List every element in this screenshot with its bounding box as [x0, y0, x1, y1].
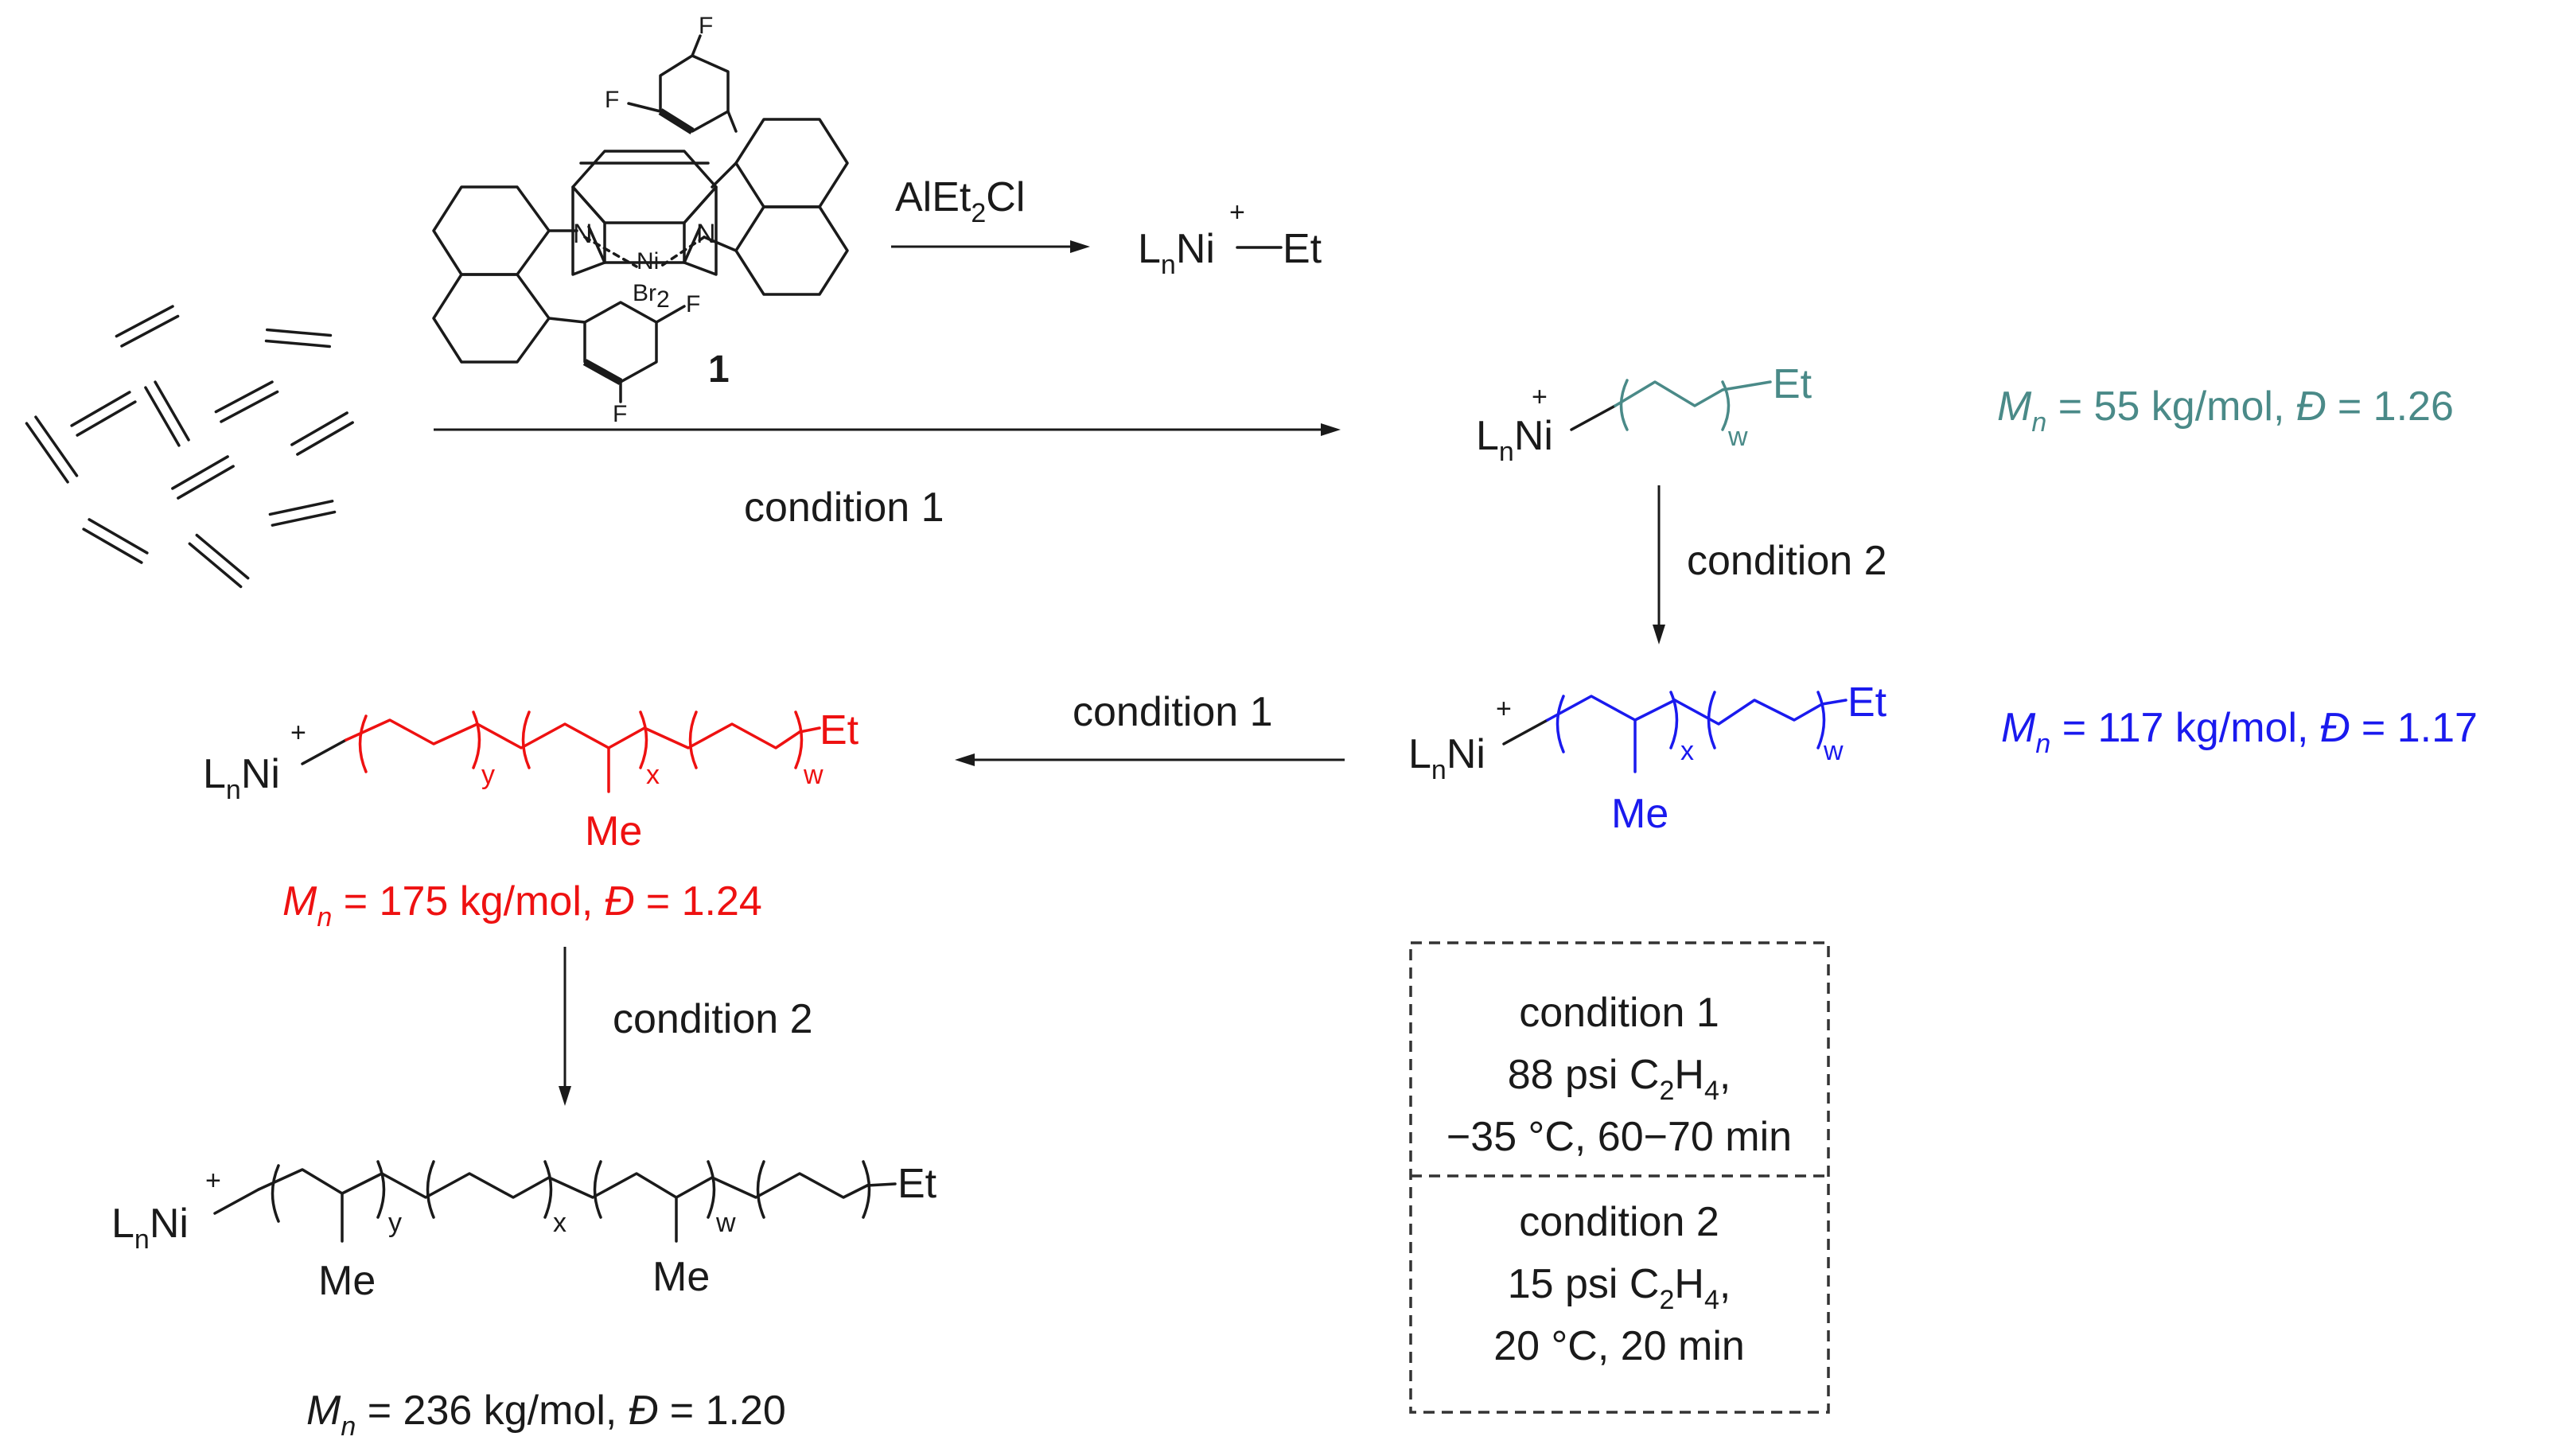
svg-text:y: y: [481, 760, 495, 790]
svg-text:Me: Me: [1611, 791, 1668, 837]
svg-text:Et: Et: [1283, 226, 1322, 272]
svg-text:+: +: [205, 1166, 221, 1196]
svg-text:LnNi: LnNi: [111, 1201, 189, 1255]
catalyst-atom-f-top: F: [699, 13, 713, 39]
legend-condition1-title: condition 1: [1519, 990, 1719, 1036]
step1-label: condition 1: [744, 485, 944, 531]
result-block-4: Mn = 236 kg/mol, Đ = 1.20: [306, 1388, 786, 1442]
catalyst-structure: N N Ni Br2 F F F F 1: [432, 13, 849, 427]
svg-text:y: y: [388, 1208, 402, 1238]
catalyst-atom-n-left: N: [573, 219, 593, 249]
svg-text:Et: Et: [820, 707, 859, 753]
svg-text:Me: Me: [585, 808, 642, 855]
svg-text:Mn = 117 kg/mol, Đ = 1.17: Mn = 117 kg/mol, Đ = 1.17: [2001, 705, 2478, 759]
step2-label: condition 2: [1687, 538, 1887, 584]
legend-condition1-line1: 88 psi C2H4,: [1508, 1052, 1731, 1106]
catalyst-atom-n-right: N: [696, 219, 716, 249]
svg-text:+: +: [1496, 694, 1512, 724]
svg-text:Me: Me: [318, 1258, 376, 1304]
step2-arrow: condition 2: [1653, 485, 1887, 644]
step1-arrow: condition 1: [434, 423, 1341, 531]
catalyst-atom-f-right: F: [686, 291, 700, 317]
catalyst-atom-f-left: F: [605, 87, 619, 113]
svg-text:Mn = 55 kg/mol, Đ = 1.26: Mn = 55 kg/mol, Đ = 1.26: [1997, 383, 2454, 438]
svg-text:x: x: [646, 760, 660, 790]
svg-text:x: x: [1680, 736, 1694, 766]
catalyst-atom-f-bottom: F: [613, 401, 627, 427]
legend-condition1-line2: −35 °C, 60−70 min: [1446, 1114, 1792, 1160]
svg-text:Et: Et: [897, 1161, 937, 1207]
svg-text:+: +: [1532, 382, 1548, 412]
legend-condition2-line2: 20 °C, 20 min: [1493, 1323, 1745, 1369]
step4-label: condition 2: [613, 996, 813, 1042]
svg-text:LnNi: LnNi: [1408, 731, 1485, 785]
step3-arrow: condition 1: [955, 689, 1345, 766]
activation-reagent: AlEt2Cl: [895, 174, 1025, 228]
catalyst-atom-br: Br2: [633, 280, 670, 313]
conditions-legend: condition 1 88 psi C2H4, −35 °C, 60−70 m…: [1409, 941, 1830, 1414]
activated-species: LnNi + Et: [1138, 197, 1322, 280]
polymer-block-2: LnNi + Et x w Me: [1408, 679, 1887, 837]
svg-text:Me: Me: [652, 1254, 710, 1300]
svg-text:w: w: [803, 760, 824, 790]
svg-text:LnNi: LnNi: [203, 751, 280, 805]
svg-text:w: w: [1727, 422, 1748, 452]
svg-text:LnNi: LnNi: [1476, 413, 1553, 467]
polymer-block-4: LnNi + Et y x w Me Me: [111, 1160, 937, 1304]
ethylene-cluster: [25, 305, 354, 589]
svg-text:Mn = 236 kg/mol, Đ = 1.20: Mn = 236 kg/mol, Đ = 1.20: [306, 1388, 786, 1442]
step4-arrow: condition 2: [559, 947, 813, 1106]
svg-text:w: w: [715, 1208, 736, 1238]
svg-text:w: w: [1823, 736, 1844, 766]
legend-condition2-line1: 15 psi C2H4,: [1508, 1261, 1731, 1315]
svg-text:LnNi: LnNi: [1138, 226, 1215, 280]
legend-condition2-title: condition 2: [1519, 1199, 1719, 1245]
svg-text:+: +: [1229, 197, 1245, 228]
svg-text:Mn = 175 kg/mol, Đ = 1.24: Mn = 175 kg/mol, Đ = 1.24: [282, 878, 762, 932]
svg-text:Et: Et: [1848, 679, 1887, 726]
result-block-3: Mn = 175 kg/mol, Đ = 1.24: [282, 878, 762, 932]
result-block-1: Mn = 55 kg/mol, Đ = 1.26: [1997, 383, 2454, 438]
step3-label: condition 1: [1073, 689, 1273, 735]
result-block-2: Mn = 117 kg/mol, Đ = 1.17: [2001, 705, 2478, 759]
polymer-block-1: LnNi + Et w: [1476, 361, 1812, 467]
catalyst-label: 1: [708, 348, 730, 391]
svg-text:Et: Et: [1773, 361, 1812, 407]
svg-text:+: +: [290, 718, 306, 748]
catalyst-atom-ni: Ni: [637, 248, 659, 274]
svg-text:x: x: [553, 1208, 567, 1238]
polymer-block-3: LnNi + Et y x w Me: [203, 707, 859, 855]
activation-arrow: AlEt2Cl: [891, 174, 1090, 253]
